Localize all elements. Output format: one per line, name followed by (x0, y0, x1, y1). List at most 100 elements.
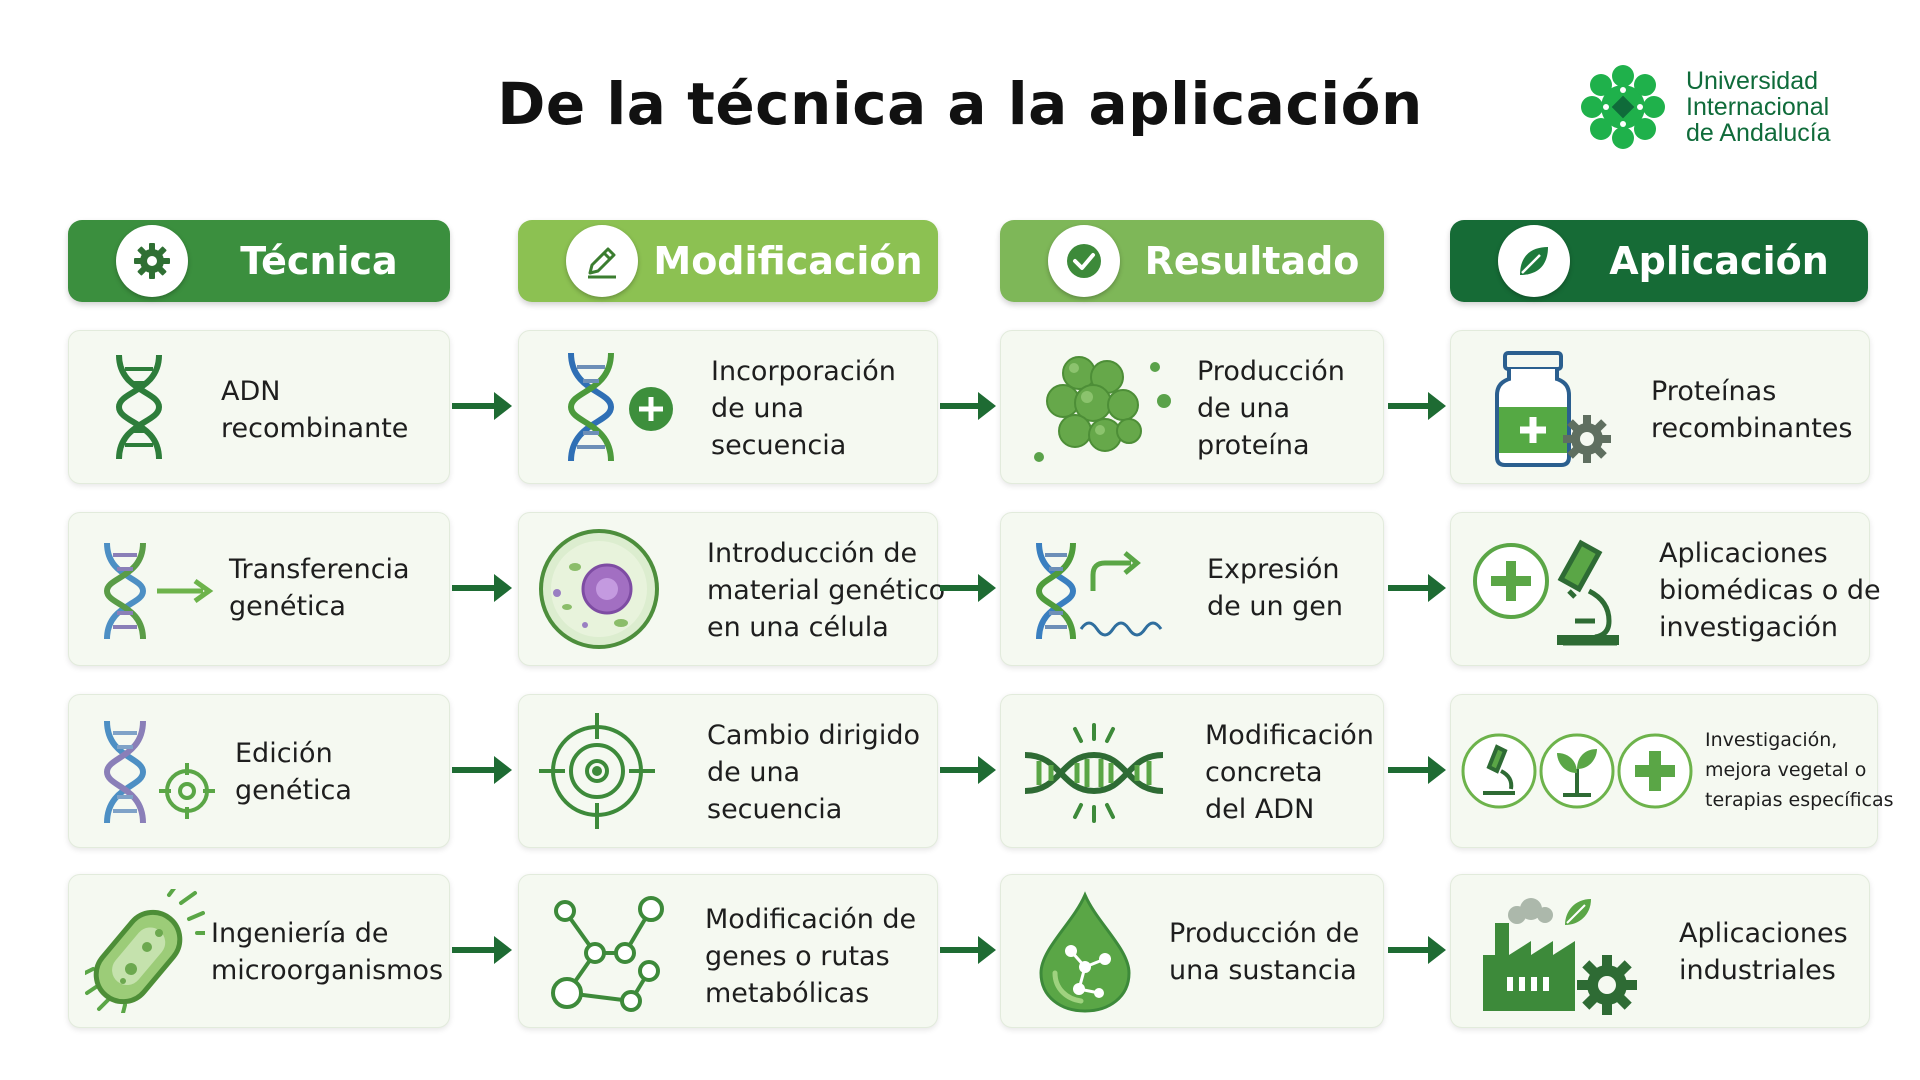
card-modificacion-genes: Modificación de genes o rutas metabólica… (518, 874, 938, 1028)
card-line: metabólicas (705, 978, 870, 1009)
card-line: proteína (1197, 430, 1310, 461)
uia-star-icon (1581, 65, 1665, 149)
card-text: Aplicaciones industriales (1679, 915, 1848, 989)
card-line: genes o rutas (705, 941, 890, 972)
page-title: De la técnica a la aplicación (497, 70, 1423, 138)
card-line: recombinantes (1651, 413, 1853, 444)
card-line: de una (1197, 393, 1291, 424)
logo-line: Universidad (1686, 67, 1819, 95)
card-line: recombinante (221, 413, 409, 444)
arrow-right-icon (940, 574, 996, 602)
card-line: una sustancia (1169, 955, 1357, 986)
arrow-right-icon (452, 392, 512, 420)
medical-microscope-icon (1473, 539, 1619, 646)
card-aplicaciones-biomedicas: Aplicaciones biomédicas o de investigaci… (1450, 512, 1881, 666)
arrow-right-icon (940, 756, 996, 784)
card-text: Modificación de genes o rutas metabólica… (705, 901, 916, 1012)
dna-arrow-icon (103, 542, 214, 640)
card-text: Modificación concreta del ADN (1205, 717, 1374, 828)
card-edicion-genetica: Edición genética (68, 694, 450, 848)
plus-icon (1635, 751, 1675, 791)
card-line: Aplicaciones (1659, 538, 1828, 569)
check-icon (1067, 244, 1101, 278)
arrow-right-icon (1388, 756, 1446, 784)
card-line: Transferencia (229, 554, 410, 585)
card-line: investigación (1659, 612, 1839, 643)
card-text: ADN recombinante (221, 373, 408, 447)
dna-icon (115, 354, 163, 460)
card-text: Producción de una sustancia (1169, 915, 1359, 989)
card-adn-recombinante: ADN recombinante (68, 330, 450, 484)
card-text: Investigación, mejora vegetal o terapias… (1705, 725, 1894, 815)
header-icon-circle (1048, 225, 1120, 297)
header-resultado: Resultado (1000, 220, 1384, 302)
arrow-right-icon (452, 756, 512, 784)
card-line: secuencia (711, 430, 847, 461)
bacterium-icon (85, 889, 205, 1013)
university-logo: Universidad Internacional de Andalucía (1578, 62, 1908, 152)
dna-expression-icon (1035, 542, 1163, 640)
protein-cluster-icon (1034, 356, 1171, 462)
card-line: Incorporación (711, 356, 896, 387)
arrow-right-icon (1388, 574, 1446, 602)
arrow-right-icon (452, 936, 512, 964)
card-investigacion-mejora: Investigación, mejora vegetal o terapias… (1450, 694, 1894, 848)
card-line: concreta (1205, 757, 1323, 788)
gear-icon (134, 243, 170, 279)
card-line: Proteínas (1651, 376, 1777, 407)
header-label: Técnica (240, 239, 398, 283)
card-transferencia-genetica: Transferencia genética (68, 512, 450, 666)
header-icon-circle (566, 225, 638, 297)
microscope-icon (1483, 744, 1515, 795)
card-line: microorganismos (211, 955, 444, 986)
card-line: industriales (1679, 955, 1836, 986)
sprout-icon (1557, 749, 1597, 797)
card-line: terapias específicas (1705, 789, 1894, 811)
card-line: Introducción de (707, 538, 918, 569)
card-text: Proteínas recombinantes (1651, 373, 1852, 447)
header-label: Aplicación (1609, 239, 1829, 283)
header-label: Modificación (653, 239, 923, 283)
card-line: Ingeniería de (211, 918, 389, 949)
card-line: biomédicas o de (1659, 575, 1881, 606)
card-text: Producción de una proteína (1197, 353, 1345, 464)
leaf-icon (1520, 247, 1548, 275)
header-modificacion: Modificación (518, 220, 938, 302)
pencil-icon (588, 247, 616, 279)
card-line: Investigación, (1705, 729, 1838, 751)
card-line: del ADN (1205, 794, 1315, 825)
vial-gear-icon (1495, 351, 1611, 467)
card-text: Incorporación de una secuencia (711, 353, 896, 464)
logo-text: Universidad Internacional de Andalucía (1686, 68, 1831, 146)
card-text: Expresión de un gen (1207, 551, 1343, 625)
dna-target-icon (103, 720, 215, 824)
card-line: Producción de (1169, 918, 1360, 949)
card-modificacion-adn: Modificación concreta del ADN (1000, 694, 1384, 848)
dna-plus-icon (567, 352, 673, 462)
card-incorporacion-secuencia: Incorporación de una secuencia (518, 330, 938, 484)
card-line: mejora vegetal o (1705, 759, 1867, 781)
card-line: Modificación (1205, 720, 1374, 751)
card-line: ADN (221, 376, 281, 407)
card-line: Expresión (1207, 554, 1340, 585)
logo-line: Internacional (1686, 93, 1830, 121)
drop-molecule-icon (1039, 891, 1131, 1013)
card-line: material genético (707, 575, 946, 606)
card-line: Aplicaciones (1679, 918, 1848, 949)
card-text: Ingeniería de microorganismos (211, 915, 443, 989)
card-text: Transferencia genética (229, 551, 410, 625)
card-line: Producción (1197, 356, 1345, 387)
card-line: de un gen (1207, 591, 1344, 622)
header-icon-circle (116, 225, 188, 297)
cell-icon (539, 529, 659, 649)
card-line: Modificación de (705, 904, 917, 935)
card-line: en una célula (707, 612, 889, 643)
card-aplicaciones-industriales: Aplicaciones industriales (1450, 874, 1870, 1028)
arrow-right-icon (452, 574, 512, 602)
card-proteinas-recombinantes: Proteínas recombinantes (1450, 330, 1870, 484)
three-circles-icon (1461, 733, 1693, 809)
factory-gear-icon (1483, 898, 1637, 1015)
header-icon-circle (1498, 225, 1570, 297)
header-label: Resultado (1144, 239, 1360, 283)
card-expresion-gen: Expresión de un gen (1000, 512, 1384, 666)
